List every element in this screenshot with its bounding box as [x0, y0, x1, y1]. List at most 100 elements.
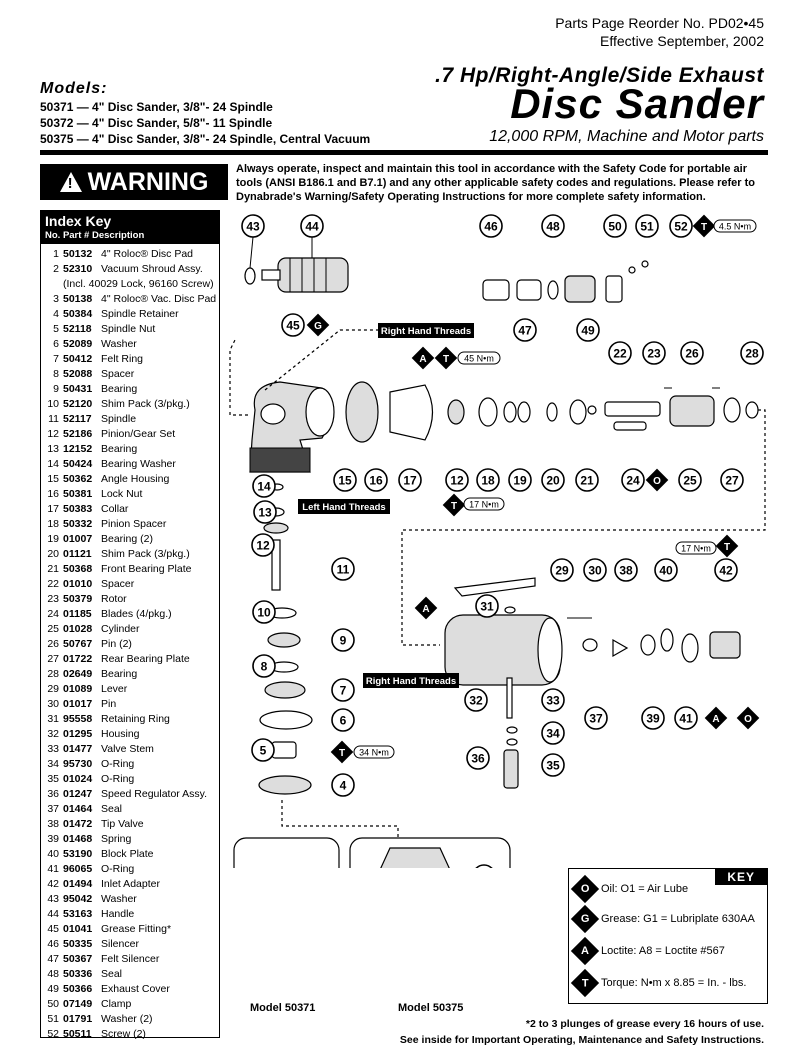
callout-number: 27	[725, 474, 739, 488]
index-description: Collar	[101, 503, 129, 515]
callout-bubbles: 1234567891011121314151617181920212223242…	[241, 214, 764, 868]
index-number: 2	[53, 263, 59, 275]
key-row-torque: T Torque: N•m x 8.85 = In. - lbs.	[570, 968, 746, 998]
index-part-number: 52118	[63, 323, 92, 335]
index-number: 48	[47, 968, 59, 980]
models-heading: Models:	[40, 80, 108, 97]
index-part-number: 01024	[63, 773, 93, 785]
model-50375-caption: Model 50375	[398, 1002, 464, 1014]
index-part-number: 53190	[63, 848, 93, 860]
callout-48: 48	[541, 214, 565, 238]
warning-icon	[59, 172, 82, 192]
gear-row-parts	[345, 381, 587, 443]
index-number: 32	[47, 728, 59, 740]
index-description: Shim Pack (3/pkg.)	[101, 548, 190, 560]
index-part-number: 50381	[63, 488, 93, 500]
callout-46: 46	[479, 214, 503, 238]
key-grease-text: Grease: G1 = Lubriplate 630AA	[601, 913, 755, 925]
index-description: Pinion/Gear Set	[101, 428, 176, 440]
index-part-number: 50336	[63, 968, 93, 980]
symbol-letter: T	[724, 542, 730, 553]
index-description: Seal	[101, 968, 123, 980]
index-number: 15	[47, 473, 59, 485]
callout-39: 39	[641, 706, 665, 730]
index-part-number: 01185	[63, 608, 92, 620]
callout-35: 35	[541, 753, 565, 777]
callout-43: 43	[241, 214, 265, 238]
index-description: Washer	[101, 338, 137, 350]
index-number: 9	[53, 383, 59, 395]
symbol-letter: T	[443, 354, 449, 365]
index-number: 30	[47, 698, 59, 710]
index-part-number: 01468	[63, 833, 93, 845]
model-50371-caption: Model 50371	[250, 1002, 316, 1014]
index-description: Washer	[101, 893, 137, 905]
index-description: Felt Silencer	[101, 953, 160, 965]
index-part-number: 07149	[63, 998, 93, 1010]
callout-number: 31	[480, 600, 494, 614]
index-number: 26	[47, 638, 59, 650]
index-number: 22	[47, 578, 59, 590]
index-description: Lock Nut	[101, 488, 143, 500]
callout-number: 25	[683, 474, 697, 488]
index-description: Vacuum Shroud Assy.	[101, 263, 203, 275]
callout-number: 38	[619, 564, 633, 578]
index-part-number: 53163	[63, 908, 93, 920]
index-part-number: 52089	[63, 338, 93, 350]
index-number: 49	[47, 983, 59, 995]
index-number: 3	[53, 293, 59, 305]
spindle-stack-parts	[258, 483, 313, 795]
callout-number: 44	[305, 220, 319, 234]
callout-32: 32	[464, 688, 488, 712]
index-number: 23	[47, 593, 59, 605]
index-description: Inlet Adapter	[101, 878, 160, 890]
index-number: 1	[53, 248, 59, 260]
callout-number: 24	[626, 474, 640, 488]
rh-threads-text-2: Right Hand Threads	[366, 676, 456, 687]
index-number: 34	[47, 758, 59, 770]
index-number: 8	[53, 368, 59, 380]
index-number: 43	[47, 893, 59, 905]
index-row: 48 50336 Seal	[43, 967, 219, 982]
callout-number: 20	[546, 474, 560, 488]
index-part-number: 50384	[63, 308, 93, 320]
index-number: 37	[47, 803, 59, 815]
index-part-number: 01464	[63, 803, 93, 815]
index-number: 20	[47, 548, 59, 560]
index-part-number: 01722	[63, 653, 93, 665]
callout-17: 17	[398, 468, 422, 492]
callout-number: 21	[580, 474, 594, 488]
key-row-oil: O Oil: O1 = Air Lube	[570, 874, 688, 904]
callout-number: 22	[613, 347, 627, 361]
symbol-badge: O	[736, 706, 760, 730]
callout-number: 48	[546, 220, 560, 234]
index-description: Spacer	[101, 578, 135, 590]
index-part-number: 50132	[63, 248, 93, 260]
callout-number: 28	[745, 347, 759, 361]
reorder-number: Parts Page Reorder No. PD02•45	[555, 15, 764, 31]
index-number: 51	[47, 1013, 59, 1025]
index-part-number: 95558	[63, 713, 93, 725]
callout-22: 22	[608, 341, 632, 365]
torque-value-2: 45 N•m	[464, 354, 494, 364]
index-number: 28	[47, 668, 59, 680]
callout-number: 12	[256, 539, 270, 553]
index-number: 39	[47, 833, 59, 845]
index-part-number: 50367	[63, 953, 93, 965]
index-part-number: 95042	[63, 893, 93, 905]
callout-number: 12	[450, 474, 464, 488]
index-part-number: 01477	[63, 743, 93, 755]
key-row-loctite: A Loctite: A8 = Loctite #567	[570, 936, 725, 966]
model-line-1: 50371 — 4" Disc Sander, 3/8"- 24 Spindle	[40, 100, 273, 114]
callout-3: 3	[475, 864, 493, 868]
callout-41: 41	[674, 706, 698, 730]
